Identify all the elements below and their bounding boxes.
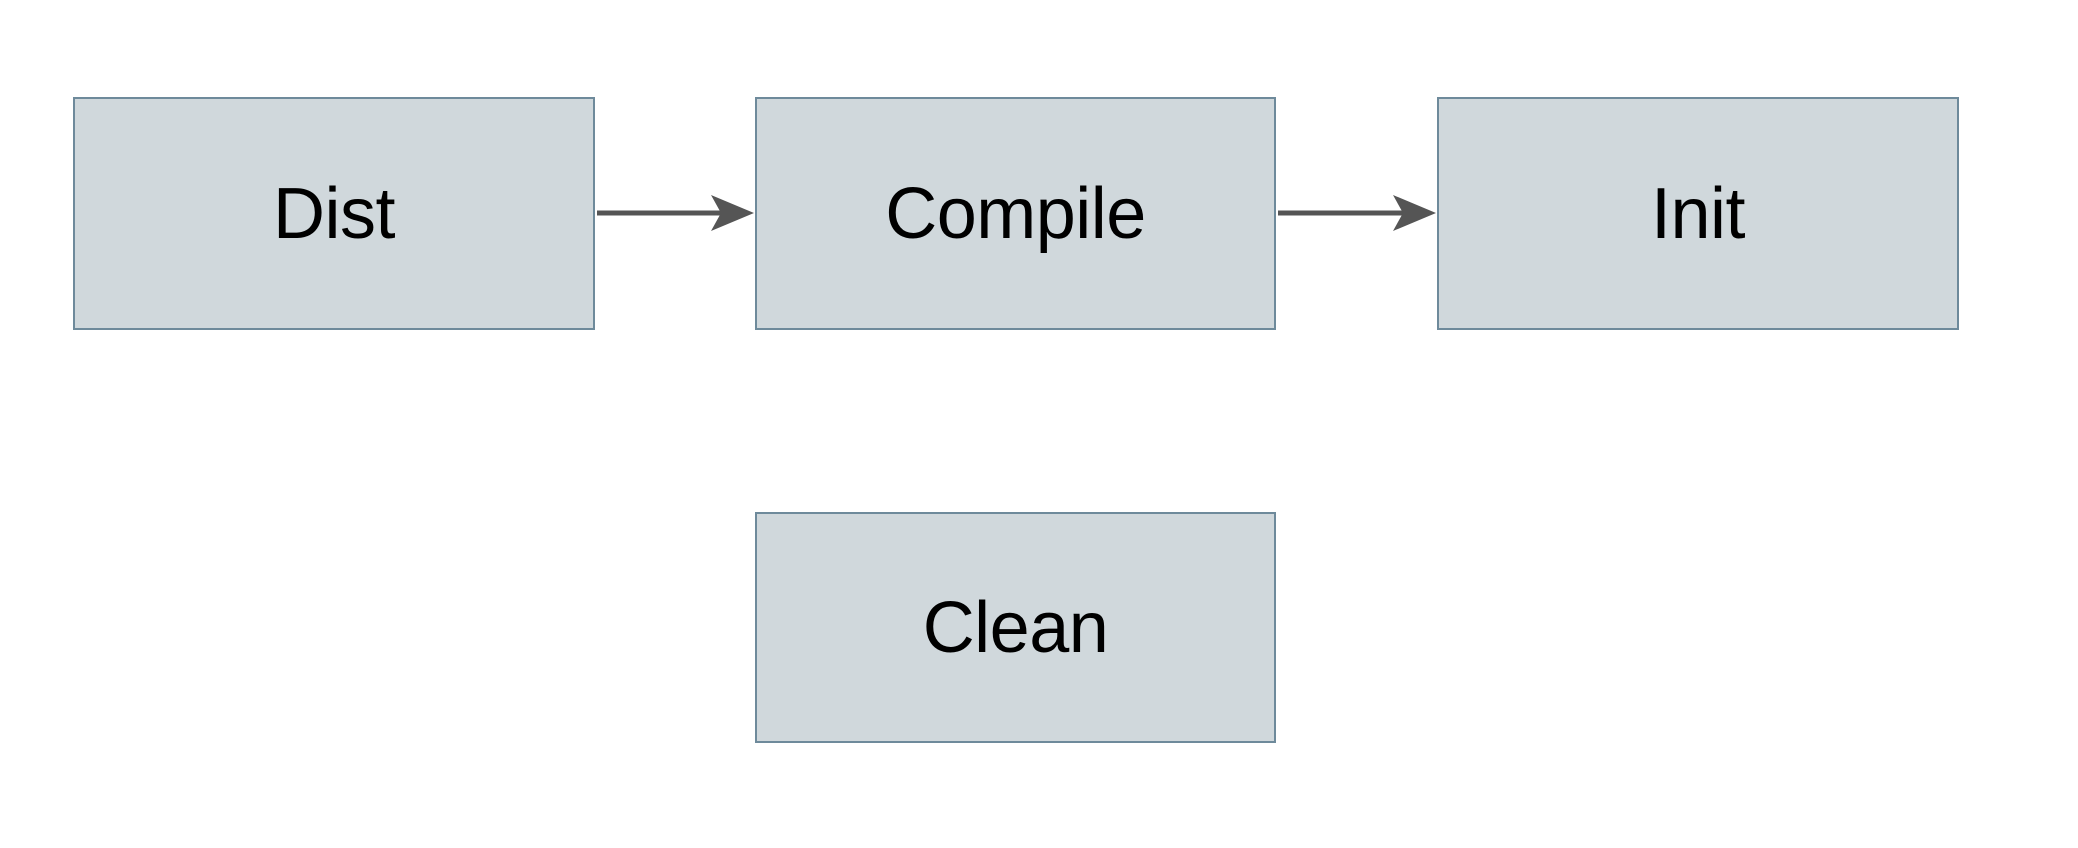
node-compile-label: Compile: [885, 173, 1146, 254]
node-dist[interactable]: Dist: [73, 97, 595, 330]
node-clean[interactable]: Clean: [755, 512, 1276, 743]
node-init[interactable]: Init: [1437, 97, 1959, 330]
node-clean-label: Clean: [922, 587, 1109, 668]
node-compile[interactable]: Compile: [755, 97, 1276, 330]
node-init-label: Init: [1650, 173, 1746, 254]
edge-dist-to-compile-arrowhead: [711, 195, 754, 231]
node-dist-label: Dist: [273, 173, 396, 254]
edge-compile-to-init-arrowhead: [1393, 195, 1436, 231]
edge-compile-to-init[interactable]: [1278, 195, 1436, 231]
edge-dist-to-compile[interactable]: [597, 195, 754, 231]
